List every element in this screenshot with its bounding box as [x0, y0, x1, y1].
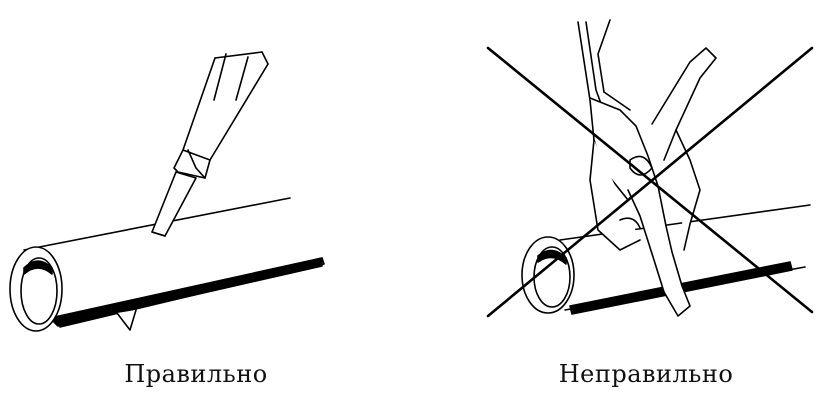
- caption-incorrect: Неправильно: [516, 360, 776, 388]
- knife: [152, 52, 268, 236]
- caption-correct: Правильно: [66, 360, 326, 388]
- incorrect-illustration: [488, 20, 812, 316]
- correct-illustration: [10, 52, 324, 331]
- pliers: [578, 20, 716, 316]
